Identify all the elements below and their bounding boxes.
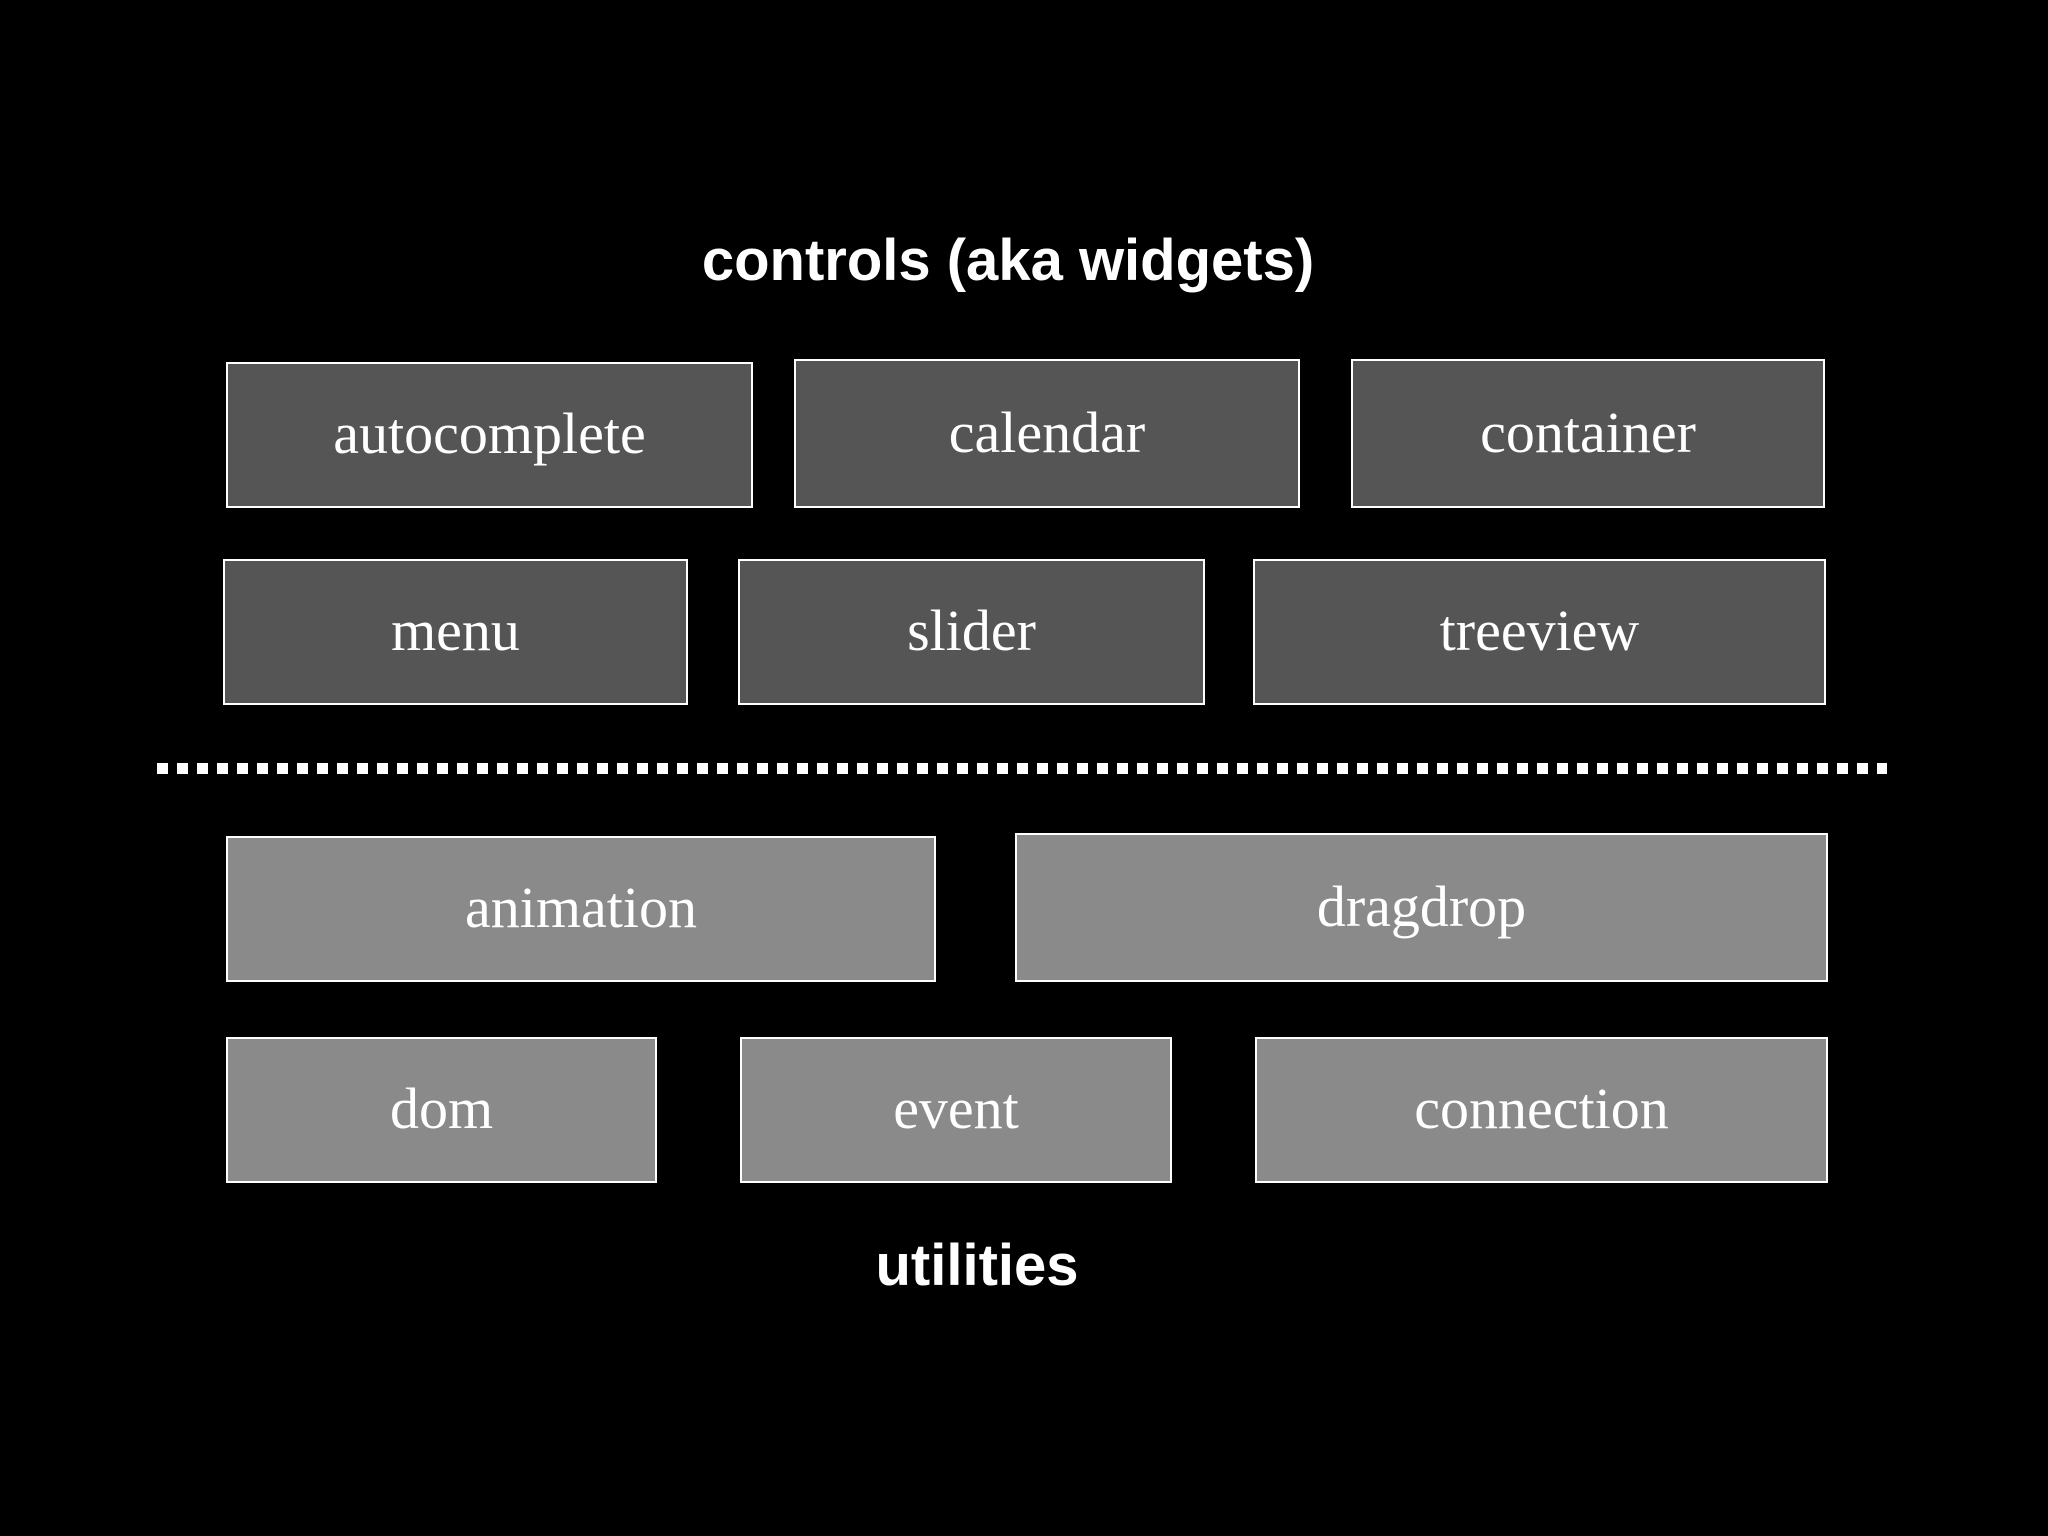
utility-box-connection: connection — [1255, 1037, 1828, 1183]
control-box-slider: slider — [738, 559, 1205, 705]
utility-box-dragdrop: dragdrop — [1015, 833, 1828, 982]
controls-heading: controls (aka widgets) — [701, 228, 1315, 293]
control-box-menu: menu — [223, 559, 688, 705]
utility-box-event: event — [740, 1037, 1172, 1183]
utilities-heading: utilities — [875, 1233, 1079, 1298]
section-divider — [157, 763, 1887, 774]
control-box-autocomplete: autocomplete — [226, 362, 753, 508]
utility-box-animation: animation — [226, 836, 936, 982]
control-box-container: container — [1351, 359, 1825, 508]
utility-box-dom: dom — [226, 1037, 657, 1183]
control-box-calendar: calendar — [794, 359, 1300, 508]
control-box-treeview: treeview — [1253, 559, 1826, 705]
